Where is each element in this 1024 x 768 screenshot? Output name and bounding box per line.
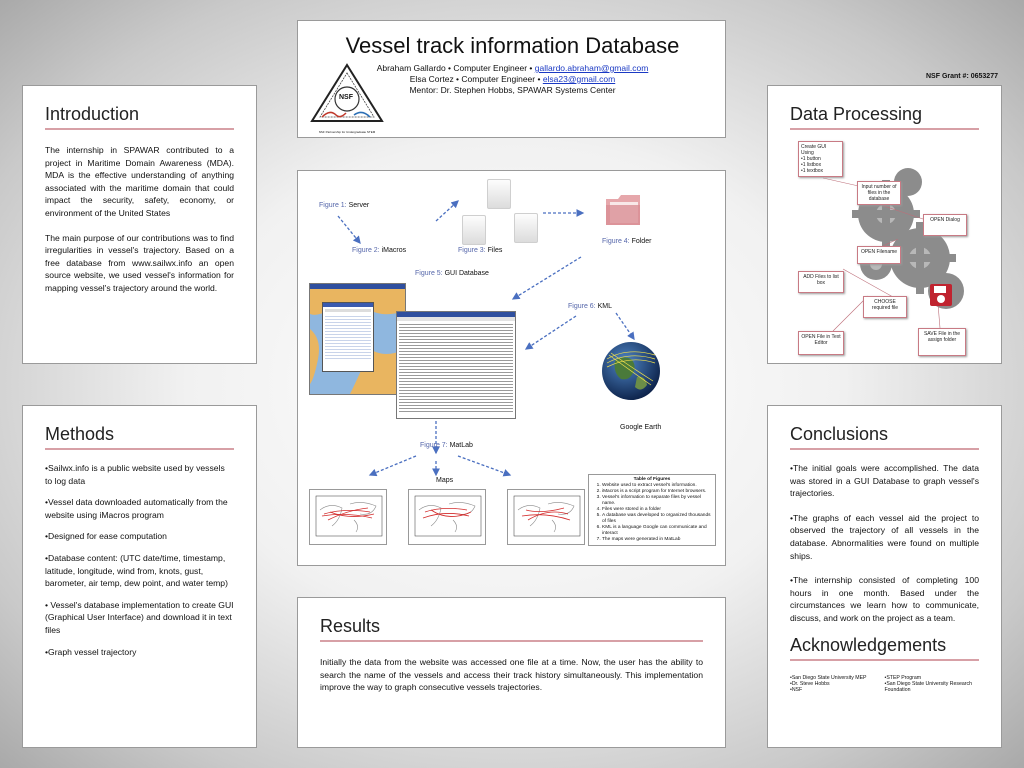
figure-7-label: Figure 7: MatLab bbox=[420, 442, 473, 449]
results-text: Initially the data from the website was … bbox=[320, 657, 703, 693]
poster-title: Vessel track information Database bbox=[345, 33, 680, 58]
flow-box-input-files: Input number of files in the database bbox=[857, 181, 901, 205]
acknowledgement-item: •San Diego State University Research Fou… bbox=[884, 680, 972, 694]
figure-2-label: Figure 2: iMacros bbox=[352, 247, 407, 254]
methods-title: Methods bbox=[45, 424, 234, 450]
matlab-map bbox=[507, 489, 585, 545]
flow-box-save-file: SAVE File in the assign folder bbox=[918, 328, 966, 356]
introduction-title: Introduction bbox=[45, 104, 234, 130]
header-panel: NSF NSF Partnership for Undergraduate ST… bbox=[297, 20, 726, 138]
data-processing-title: Data Processing bbox=[790, 104, 979, 130]
conclusions-title: Conclusions bbox=[790, 424, 979, 450]
conclusions-paragraph: •The internship consisted of completing … bbox=[790, 575, 979, 623]
maps-label: Maps bbox=[436, 477, 454, 484]
figure-5-label: Figure 5: GUI Database bbox=[415, 270, 489, 277]
table-item: The maps were generated in MatLab bbox=[602, 537, 712, 543]
text-database-screenshot bbox=[396, 311, 516, 419]
methods-item: •Database content: (UTC date/time, times… bbox=[45, 552, 228, 589]
table-item: Files were stored in a folder bbox=[602, 507, 712, 513]
methods-item: •Designed for ease computation bbox=[45, 531, 167, 542]
methods-item: • Vessel's database implementation to cr… bbox=[45, 599, 234, 635]
conclusions-panel: Conclusions •The initial goals were acco… bbox=[767, 405, 1002, 748]
conclusions-paragraph: •The initial goals were accomplished. Th… bbox=[790, 463, 979, 499]
floppy-disk-icon bbox=[930, 284, 952, 306]
gears-graphic bbox=[822, 168, 964, 332]
author-line-1: Abraham Gallardo • Computer Engineer • g… bbox=[298, 63, 727, 73]
figure-3-label: Figure 3: Files bbox=[458, 247, 503, 254]
methods-panel: Methods •Sailwx.info is a public website… bbox=[22, 405, 257, 748]
flow-box-open-text-editor: OPEN File in Text Editor bbox=[798, 331, 844, 355]
data-processing-panel: Data Processing Create GUI Usi bbox=[767, 85, 1002, 364]
mentor-line: Mentor: Dr. Stephen Hobbs, SPAWAR System… bbox=[409, 85, 616, 95]
logo-caption: NSF Partnership for Undergraduate STEM bbox=[318, 130, 376, 134]
methods-item: •Vessel data downloaded automatically fr… bbox=[45, 497, 228, 520]
matlab-map bbox=[408, 489, 486, 545]
document-icon bbox=[514, 213, 538, 243]
acknowledgement-item: •STEP Program bbox=[884, 674, 922, 681]
email-link-1[interactable]: gallardo.abraham@gmail.com bbox=[534, 63, 649, 73]
table-item: iMacros is a script program for Internet… bbox=[602, 489, 712, 495]
figure-4-label: Figure 4: Folder bbox=[602, 238, 652, 245]
acknowledgements-lists: •San Diego State University MEP •Dr. Ste… bbox=[790, 675, 979, 694]
table-item: Vessel's information to separate files b… bbox=[602, 495, 712, 507]
flow-box-create-gui: Create GUI Using •1 button •1 listbox •1… bbox=[798, 141, 843, 177]
methods-item: •Sailwx.info is a public website used by… bbox=[45, 463, 225, 486]
figures-panel: Figure 1: Server Figure 2: iMacros Figur… bbox=[297, 170, 726, 566]
table-item: KML is a language Google can communicate… bbox=[602, 525, 712, 537]
grant-number: NSF Grant #: 0653277 bbox=[926, 73, 998, 80]
introduction-paragraph: The main purpose of our contributions wa… bbox=[45, 232, 234, 293]
flow-box-add-files: ADD Files to list box bbox=[798, 271, 844, 293]
author-line-2: Elsa Cortez • Computer Engineer • elsa23… bbox=[298, 74, 727, 84]
google-earth-label: Google Earth bbox=[620, 424, 662, 431]
flow-box-open-filename: OPEN Filename bbox=[857, 246, 901, 264]
table-of-figures-title: Table of Figures bbox=[633, 477, 671, 482]
conclusions-paragraph: •The graphs of each vessel aid the proje… bbox=[790, 512, 979, 561]
table-item: Website used to extract vessel's informa… bbox=[602, 483, 712, 489]
acknowledgements-title: Acknowledgements bbox=[790, 635, 979, 661]
figure-1-label: Figure 1: Server bbox=[319, 202, 370, 209]
folder-icon bbox=[604, 193, 642, 227]
google-earth-globe bbox=[601, 341, 661, 401]
document-icon bbox=[487, 179, 511, 209]
introduction-paragraph: The internship in SPAWAR contributed to … bbox=[45, 145, 234, 218]
table-item: A database was developed to organized th… bbox=[602, 513, 712, 525]
results-title: Results bbox=[320, 616, 703, 642]
acknowledgement-item: •NSF bbox=[790, 687, 803, 694]
figure-6-label: Figure 6: KML bbox=[568, 303, 612, 310]
results-panel: Results Initially the data from the webs… bbox=[297, 597, 726, 748]
author-2: Elsa Cortez • Computer Engineer • bbox=[409, 74, 543, 84]
email-link-2[interactable]: elsa23@gmail.com bbox=[542, 74, 616, 84]
logo-text: NSF bbox=[339, 94, 353, 101]
flow-box-open-dialog: OPEN Dialog bbox=[923, 214, 967, 236]
acknowledgement-item: •Dr. Steve Hobbs bbox=[790, 680, 830, 687]
flow-arrows bbox=[337, 200, 635, 477]
methods-item: •Graph vessel trajectory bbox=[45, 646, 137, 657]
introduction-panel: Introduction The internship in SPAWAR co… bbox=[22, 85, 257, 364]
document-icon bbox=[462, 215, 486, 245]
matlab-map bbox=[309, 489, 387, 545]
gui-database-screenshot bbox=[309, 283, 406, 395]
nsf-logo: NSF NSF Partnership for Undergraduate ST… bbox=[310, 63, 384, 134]
table-of-figures: Table of Figures Website used to extract… bbox=[588, 474, 716, 546]
flow-box-choose-file: CHOOSE required file bbox=[863, 296, 907, 318]
acknowledgement-item: •San Diego State University MEP bbox=[790, 674, 867, 681]
author-1: Abraham Gallardo • Computer Engineer • bbox=[376, 63, 535, 73]
